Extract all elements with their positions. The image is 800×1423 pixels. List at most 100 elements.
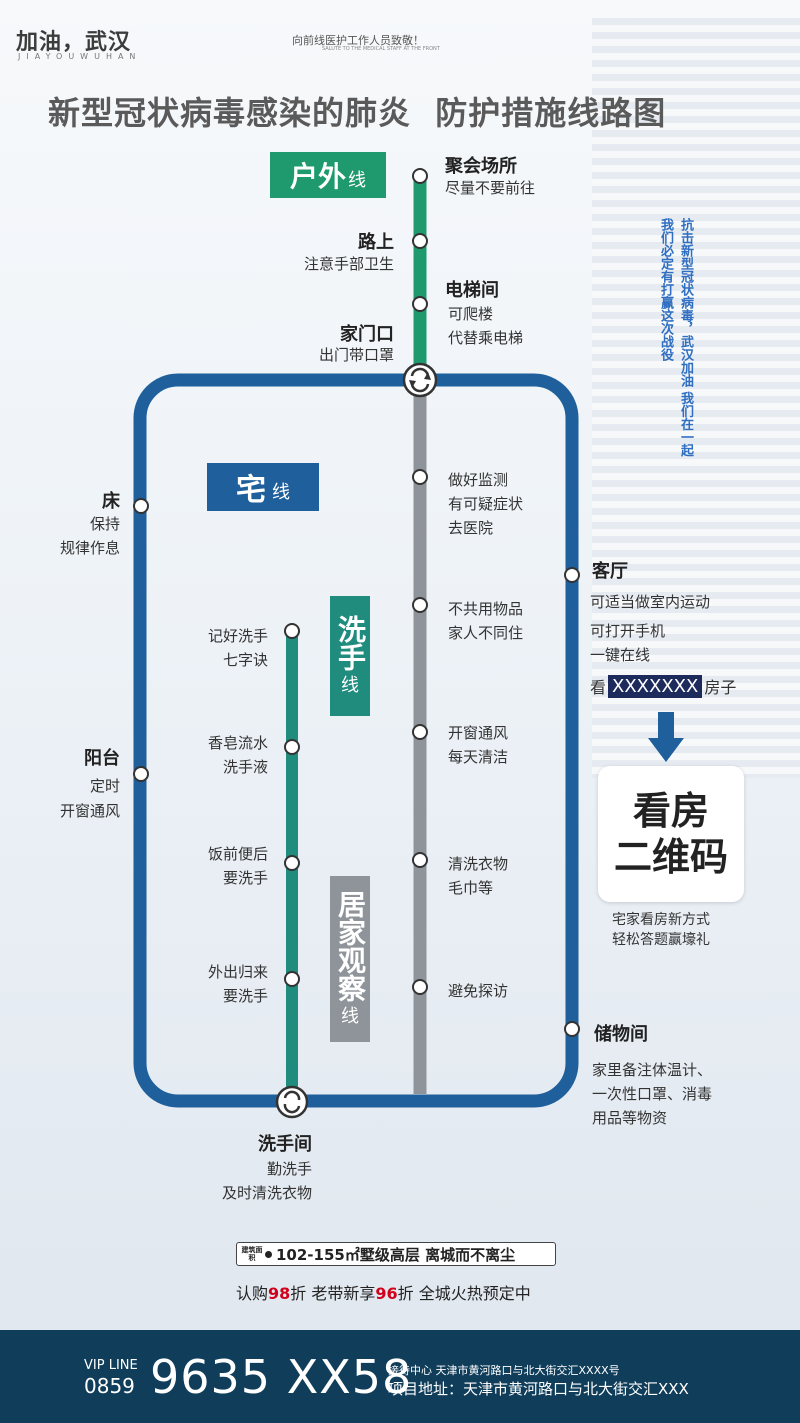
meal-desc-1: 饭前便后 [207,845,268,863]
elevator-desc-2: 代替乘电梯 [448,329,524,347]
footer-bar [0,1330,800,1423]
station-living [564,567,580,583]
badge-outdoor-main: 户外 [289,160,346,193]
living-desc-2: 可打开手机 [590,622,666,640]
area-line: 102-155㎡墅级高层 离城而不离尘 [276,1245,516,1264]
gathering-name: 聚会场所 [445,156,517,177]
return-desc-2: 要洗手 [222,987,268,1005]
road-name: 路上 [358,232,394,253]
down-arrow-icon [648,712,684,762]
station-gathering [412,168,428,184]
page-title: 新型冠状病毒感染的肺炎 防护措施线路图 [48,94,667,132]
station-storage [564,1021,580,1037]
station-meal [284,855,300,871]
tribute-subtext: SALUTE TO THE MEDICAL STAFF AT THE FRONT [322,46,440,52]
monitor-desc-2: 有可疑症状 [448,495,524,513]
station-balcony [133,766,149,782]
background-stripes [592,18,800,778]
balcony-name: 阳台 [84,748,120,769]
masked-project-name: XXXXXXX [608,674,703,698]
laundry-desc-1: 清洗衣物 [448,855,509,873]
bed-desc-2: 规律作息 [59,539,120,557]
qr-title-1: 看房 [632,789,709,833]
bed-desc-1: 保持 [89,515,120,533]
living-name: 客厅 [592,561,628,582]
badge-outdoor-line: 户外线 [270,152,386,198]
look-prefix: 看 [590,678,607,697]
phone-number[interactable]: 9635 XX58 [150,1350,413,1404]
novisit-desc: 避免探访 [448,982,509,1000]
noshare-desc-1: 不共用物品 [448,600,524,618]
badge-observe-line: 居家观察线 [330,876,370,1042]
badge-home-line: 宅线 [207,463,319,511]
station-laundry [412,852,428,868]
elevator-name: 电梯间 [445,280,499,301]
elevator-desc-1: 可爬楼 [448,305,494,323]
station-elevator [412,296,428,312]
balcony-desc-2: 开窗通风 [59,802,120,820]
side-slogan-2: 我们必定有打赢这次战役 [658,218,673,361]
vip-label: VIP LINE [84,1358,138,1373]
storage-desc-1: 家里备注体温计、 [592,1061,713,1079]
badge-wash-line: 洗手线 [330,596,370,716]
living-desc-1: 可适当做室内运动 [590,593,711,611]
badge-outdoor-suffix: 线 [348,170,366,191]
interchange-icon-washroom [275,1085,309,1119]
badge-home-suffix: 线 [272,482,290,503]
washroom-desc-2: 及时清洗衣物 [221,1184,312,1202]
qr-caption-2: 轻松答题赢壕礼 [612,932,710,948]
tribute-text: 向前线医护工作人员致敬！ [292,34,424,47]
ventilate-desc-1: 开窗通风 [448,724,509,742]
area-ticket-bar: 建筑面积 102-155㎡墅级高层 离城而不离尘 [236,1242,556,1266]
door-desc: 出门带口罩 [318,346,394,364]
remember-desc-1: 记好洗手 [207,627,268,645]
ventilate-desc-2: 每天清洁 [448,748,509,766]
badge-wash-suffix: 线 [341,675,359,696]
offer-c: 折 全城火热预定中 [397,1284,531,1303]
offer-b-num: 96 [375,1284,398,1303]
area-code: 0859 [84,1374,135,1398]
offer-a: 认购 [236,1284,269,1303]
station-bed [133,498,149,514]
station-novisit [412,979,428,995]
washroom-name: 洗手间 [258,1134,312,1155]
qr-code-card[interactable]: 看房 二维码 [598,766,744,902]
soap-desc-2: 洗手液 [222,758,268,776]
monitor-desc-1: 做好监测 [448,471,509,489]
return-desc-1: 外出归来 [207,963,268,981]
badge-wash-main: 洗手 [334,615,367,671]
station-monitor [412,469,428,485]
qr-caption-1: 宅家看房新方式 [612,912,710,928]
station-remember [284,623,300,639]
bed-name: 床 [102,491,120,512]
offer-a-num: 98 [268,1284,291,1303]
home-loop-line [133,373,579,1108]
storage-desc-3: 用品等物资 [592,1109,668,1127]
station-noshare [412,597,428,613]
noshare-desc-2: 家人不同住 [448,624,524,642]
road-desc: 注意手部卫生 [303,255,394,273]
look-suffix: 房子 [704,678,737,697]
laundry-desc-2: 毛巾等 [448,879,494,897]
badge-observe-suffix: 线 [341,1006,359,1027]
offer-b: 折 老带新享 [290,1284,376,1303]
bullet-icon [265,1250,272,1258]
station-ventilate [412,724,428,740]
reception-address: 接待中心 天津市黄河路口与北大街交汇XXXX号 [388,1364,620,1377]
meal-desc-2: 要洗手 [222,869,268,887]
promo-offer: 认购98折 老带新享96折 全城火热预定中 [236,1280,566,1304]
brand-subtitle: JIAYOUWUHAN [18,52,142,61]
area-tag: 建筑面积 [241,1246,263,1262]
interchange-icon-door [402,362,438,398]
remember-desc-2: 七字诀 [222,651,268,669]
living-desc-3: 一键在线 [590,646,651,664]
storage-name: 储物间 [594,1024,648,1045]
brand-title: 加油，武汉 [16,30,132,55]
project-address: 项目地址：天津市黄河路口与北大街交汇XXX [388,1380,689,1398]
balcony-desc-1: 定时 [89,777,120,795]
side-slogan-1: 抗击新型冠状病毒，武汉加油 我们在一起 [678,218,693,457]
washroom-desc-1: 勤洗手 [266,1160,312,1178]
gathering-desc: 尽量不要前往 [445,179,536,197]
badge-observe-main: 居家观察 [334,890,367,1002]
